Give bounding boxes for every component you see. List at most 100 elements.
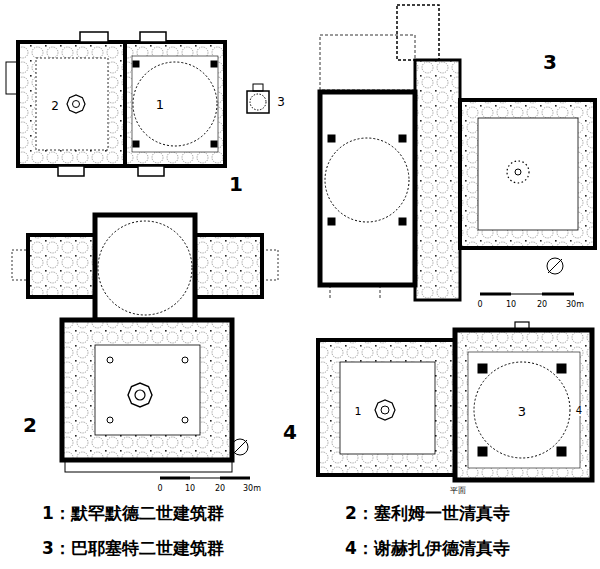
plan-stroke — [328, 218, 335, 225]
plan-stroke — [330, 285, 331, 300]
plan-stroke — [399, 135, 406, 142]
plan-stroke — [28, 235, 95, 297]
plan-three — [320, 5, 595, 300]
plan-stroke — [247, 91, 269, 113]
scale-label: 30m — [243, 485, 261, 493]
plan-stroke — [548, 259, 562, 273]
plan-stroke — [455, 330, 592, 480]
plan-stroke — [320, 92, 415, 285]
plan-stroke — [133, 61, 139, 67]
plan-stroke — [474, 362, 570, 458]
plan-stroke — [160, 478, 250, 479]
plan-stroke — [468, 352, 580, 468]
plan-stroke — [62, 320, 232, 460]
plan-stroke — [232, 439, 248, 455]
plan-stroke — [80, 32, 108, 42]
plan-stroke — [233, 440, 247, 454]
plan-stroke — [415, 60, 460, 300]
plan-stroke — [375, 400, 395, 420]
plan-stroke — [262, 250, 278, 280]
room-number: 2 — [49, 100, 61, 112]
plan-stroke — [478, 118, 578, 230]
plan-stroke — [36, 58, 108, 150]
plan-stroke — [140, 32, 166, 42]
plan-stroke — [547, 258, 563, 274]
caption: 1：默罕默德二世建筑群 — [42, 505, 224, 522]
plan-stroke — [328, 135, 335, 142]
plan-stroke — [182, 357, 188, 363]
plan-stroke — [132, 56, 218, 152]
plan-stroke — [138, 166, 164, 176]
plan-stroke — [67, 95, 85, 113]
plan-stroke — [128, 383, 152, 407]
plan-stroke — [18, 42, 125, 166]
plan-stroke — [557, 447, 566, 456]
room-number: 1 — [154, 98, 166, 111]
plan-stroke — [12, 250, 28, 280]
plan-stroke — [320, 35, 415, 90]
plan-stroke — [381, 406, 389, 414]
plan-one — [6, 32, 269, 176]
plan-stroke — [460, 100, 595, 248]
plan-stroke — [98, 221, 192, 315]
scale-label: 0 — [477, 301, 482, 309]
plan-stroke — [380, 285, 381, 300]
plan-stroke — [135, 390, 145, 400]
plan-stroke — [542, 293, 574, 296]
plan-stroke — [340, 362, 435, 454]
scale-label: 10 — [185, 485, 195, 493]
plan-stroke — [480, 294, 574, 295]
plan-number: 3 — [543, 52, 557, 72]
plan-stroke — [399, 218, 406, 225]
scale-label: 0 — [157, 485, 162, 493]
plan-stroke — [557, 364, 566, 373]
plan-stroke — [107, 417, 113, 423]
plan-stroke — [211, 61, 217, 67]
room-number: 1 — [353, 406, 364, 417]
plan-stroke — [73, 101, 80, 108]
plan-stroke — [195, 235, 262, 297]
plan-stroke — [58, 166, 84, 176]
plan-stroke — [318, 340, 455, 475]
caption: 3：巴耶塞特二世建筑群 — [42, 540, 224, 557]
plan-stroke — [325, 138, 409, 222]
plan-stroke — [95, 345, 200, 435]
plan-number: 2 — [23, 415, 37, 435]
plan-stroke — [515, 169, 521, 175]
plan-stroke — [182, 417, 188, 423]
plan-note: 平面 — [450, 487, 466, 495]
plan-stroke — [160, 477, 190, 480]
plan-stroke — [220, 477, 250, 480]
caption: 4：谢赫扎伊德清真寺 — [345, 540, 510, 557]
plan-number: 4 — [283, 422, 297, 442]
plan-stroke — [480, 293, 511, 296]
room-number: 3 — [275, 96, 287, 108]
plan-stroke — [125, 42, 225, 166]
plan-stroke — [478, 447, 487, 456]
plan-stroke — [107, 357, 113, 363]
plan-stroke — [133, 62, 217, 146]
room-number: 4 — [574, 406, 584, 416]
plan-stroke — [507, 161, 529, 183]
scale-label: 30m — [566, 301, 584, 309]
plan-stroke — [65, 460, 232, 472]
plan-stroke — [95, 215, 195, 320]
scale-label: 20 — [537, 301, 547, 309]
plan-stroke — [478, 364, 487, 373]
plan-stroke — [6, 62, 18, 94]
plan-four — [318, 322, 592, 480]
caption: 2：塞利姆一世清真寺 — [345, 505, 510, 522]
plan-stroke — [133, 141, 139, 147]
plan-stroke — [515, 322, 529, 330]
scale-label: 10 — [506, 301, 516, 309]
plan-stroke — [250, 94, 266, 110]
plan-two — [12, 215, 278, 478]
plan-stroke — [253, 84, 263, 91]
plan-number: 1 — [229, 174, 243, 194]
plan-stroke — [211, 141, 217, 147]
room-number: 3 — [516, 405, 528, 418]
plan-stroke — [397, 5, 439, 60]
scale-label: 20 — [215, 485, 225, 493]
